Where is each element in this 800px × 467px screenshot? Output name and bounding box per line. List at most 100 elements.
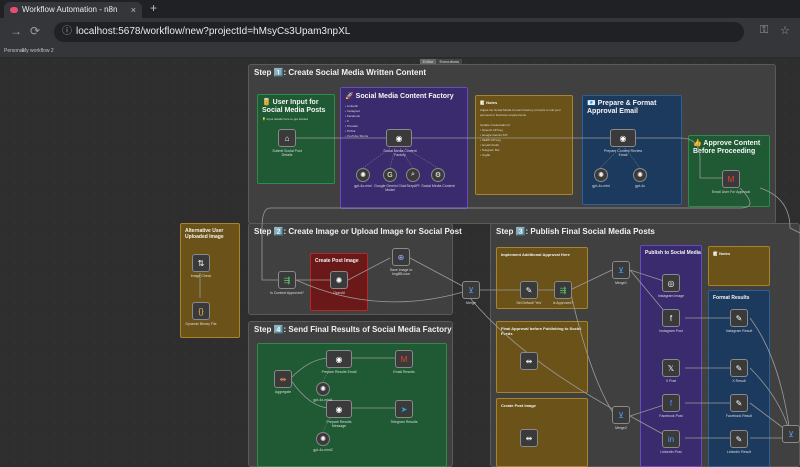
step2-title: Step 2️⃣: Create Image or Upload Image f…: [254, 227, 462, 236]
note-line: • OpenAI API key: [480, 128, 504, 132]
openai-model-icon[interactable]: ✺: [356, 168, 370, 182]
step1-title: Step 1️⃣: Create Social Media Written Co…: [254, 68, 427, 77]
alt-image-sticky[interactable]: Alternative User Uploaded Image: [180, 223, 240, 338]
merge1-node[interactable]: ⊻: [612, 261, 630, 279]
prepare-results-message-node[interactable]: ◉: [326, 400, 352, 418]
code-icon[interactable]: {}: [192, 302, 210, 320]
agg-label: Aggregate: [274, 390, 292, 394]
forward-arrow-icon[interactable]: →: [10, 24, 22, 38]
openai-model-icon-2[interactable]: ✺: [594, 168, 608, 182]
note-line: • Imgbb: [480, 153, 491, 157]
merge3-node[interactable]: ⊻: [782, 425, 800, 443]
key-icon[interactable]: ⚿: [760, 24, 769, 36]
alt-n1-label: Image Check: [190, 274, 212, 278]
merge2-node[interactable]: ⊻: [612, 406, 630, 424]
format-results-title: Format Results: [713, 295, 750, 301]
final-approval-sticky[interactable]: Final Approval before Publishing to Soci…: [496, 321, 588, 393]
site-info-icon[interactable]: ⓘ: [62, 26, 72, 37]
aggregate-node[interactable]: ⇹: [274, 370, 292, 388]
output-parser-icon[interactable]: ⚙: [431, 168, 445, 182]
instagram-result-node[interactable]: ✎: [730, 309, 748, 327]
instagram-image-node[interactable]: ◎: [662, 274, 680, 292]
user-input-sticky[interactable]: 🥫 User Input for Social Media Posts 💡 In…: [257, 94, 335, 184]
step4-title: Step 4️⃣: Send Final Results of Social M…: [254, 325, 452, 334]
insta-img-label: Instagram Image: [657, 294, 685, 298]
insta-label: Instagram Post: [659, 329, 683, 333]
publish-title: Publish to Social Media: [645, 250, 701, 256]
serpapi-tool-icon[interactable]: ⌕: [406, 168, 420, 182]
is-approved-node[interactable]: ⇶: [554, 281, 572, 299]
merge2-label: Merge2: [615, 426, 627, 430]
form-trigger-node[interactable]: ⌂: [278, 129, 296, 147]
r-fb-label: Facebook Result: [725, 414, 753, 418]
note-line: • Google Gemini API: [480, 133, 508, 137]
set-default-node[interactable]: ✎: [520, 281, 538, 299]
close-icon[interactable]: ×: [130, 5, 136, 15]
gpt-label: gpt-4o-mini: [354, 184, 372, 188]
address-bar: → ⟳ ⓘ localhost:5678/workflow/new?projec…: [0, 18, 800, 46]
gmail-results-label: Email Results: [393, 370, 415, 374]
bookmark-star-icon[interactable]: ☆: [780, 25, 790, 37]
openai-node[interactable]: ✺: [330, 271, 348, 289]
notes-sticky[interactable]: 📝 Notes Adjust the Social Media Content …: [475, 95, 573, 195]
tab-editor[interactable]: Editor: [420, 59, 437, 65]
platform-item: • TikTok: [345, 129, 356, 133]
notes-lines: Adjust the Social Media Content Factory …: [480, 108, 561, 158]
facebook-icon[interactable]: f: [662, 394, 680, 412]
editor-switch: Editor Executions: [420, 59, 463, 65]
tab-executions[interactable]: Executions: [436, 59, 463, 65]
platform-item: • X: [345, 119, 349, 123]
approval-form-node[interactable]: ⇹: [520, 352, 538, 370]
reload-icon[interactable]: ⟳: [30, 24, 41, 38]
openai-model-icon-5[interactable]: ✺: [316, 432, 330, 446]
step3-notes-sticky[interactable]: 📝 Notes: [708, 246, 770, 286]
gmail-icon[interactable]: M: [722, 170, 740, 188]
note-line: personal or business requirements: [480, 113, 527, 117]
x-result-node[interactable]: ✎: [730, 359, 748, 377]
bookmark-personal[interactable]: Personal: [4, 48, 24, 54]
note-line: • SERP API key: [480, 138, 502, 142]
merge1-label: Merge1: [615, 281, 627, 285]
browser-tab[interactable]: Workflow Automation - n8n ×: [4, 2, 142, 18]
r-insta-label: Instagram Result: [725, 329, 753, 333]
gpt4-label: gpt-4o-mini1: [313, 398, 333, 402]
gmail-results-icon[interactable]: M: [395, 350, 413, 368]
user-input-note: 💡 Input details here to get started: [262, 117, 308, 121]
bookmark-workflow[interactable]: My workflow 2: [22, 48, 54, 54]
note-line: Adjust the Social Media Content Factory …: [480, 108, 561, 112]
image-check-node[interactable]: ⇅: [192, 254, 210, 272]
step2-n1-label: Is Content Approved?: [270, 291, 304, 295]
telegram-icon[interactable]: ➤: [395, 400, 413, 418]
alt-title: Alternative User Uploaded Image: [185, 228, 224, 240]
merge-node[interactable]: ⊻: [462, 281, 480, 299]
url-input[interactable]: ⓘ localhost:5678/workflow/new?projectId=…: [54, 22, 744, 42]
gemini-model-icon[interactable]: G: [383, 168, 397, 182]
linkedin-result-node[interactable]: ✎: [730, 430, 748, 448]
x-twitter-icon[interactable]: 𝕏: [662, 359, 680, 377]
implement-title: Implement Additional Approval Here: [501, 252, 570, 257]
openai-model-icon-4[interactable]: ✺: [316, 382, 330, 396]
workflow-canvas[interactable]: Editor Executions Step 1️⃣: Create Socia…: [0, 58, 800, 467]
gmail-label: Email User For Approval: [712, 190, 750, 194]
new-tab-icon[interactable]: +: [150, 1, 158, 15]
create-img-title: Create Post Image: [501, 403, 536, 408]
agent-label: Social Media Content Factory: [383, 149, 417, 157]
create-img-sticky[interactable]: Create Post Image: [496, 398, 588, 467]
http-request-icon[interactable]: ⊕: [392, 248, 410, 266]
prepare-email-node[interactable]: ◉: [610, 129, 636, 147]
prepare-results-email-node[interactable]: ◉: [326, 350, 352, 368]
linkedin-icon[interactable]: in: [662, 430, 680, 448]
if-approved-node[interactable]: ⇶: [278, 271, 296, 289]
platform-item: • Threads: [345, 124, 358, 128]
implement-sticky[interactable]: Implement Additional Approval Here: [496, 247, 588, 309]
r-x-label: X Result: [732, 379, 746, 383]
instagram-icon[interactable]: f: [662, 309, 680, 327]
gpt2-label: gpt-4o-mini: [592, 184, 610, 188]
facebook-result-node[interactable]: ✎: [730, 394, 748, 412]
openai-model-icon-3[interactable]: ✺: [633, 168, 647, 182]
fb-label: Facebook Post: [659, 414, 683, 418]
tab-title: Workflow Automation - n8n: [22, 5, 118, 14]
agent-node[interactable]: ◉: [386, 129, 412, 147]
user-input-title: 🥫 User Input for Social Media Posts: [262, 99, 326, 114]
create-img-node[interactable]: ⇹: [520, 429, 538, 447]
